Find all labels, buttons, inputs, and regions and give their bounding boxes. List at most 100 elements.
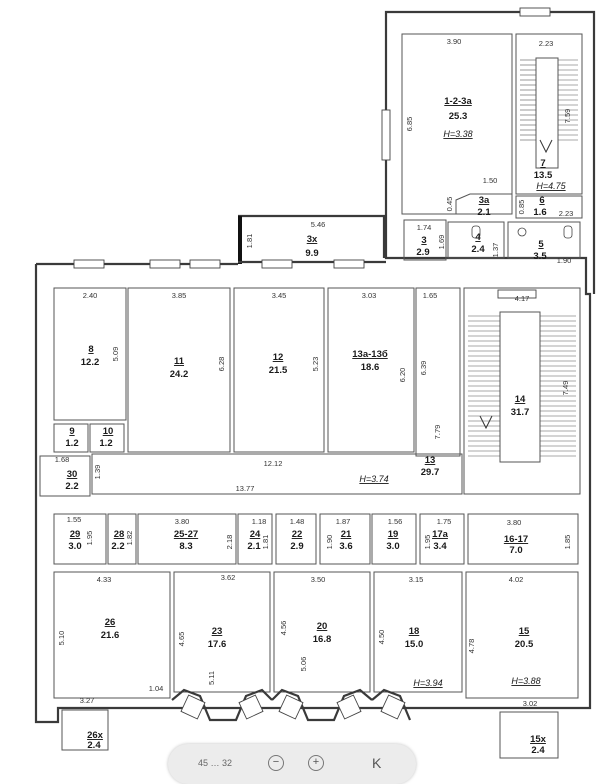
dimension: 1.39: [93, 465, 102, 480]
room-area: 3.6: [339, 541, 352, 552]
dimension: 13.77: [236, 484, 255, 493]
dimension: 2.23: [559, 209, 574, 218]
room-number: 30: [67, 469, 78, 480]
dimension: 3.50: [311, 575, 326, 584]
room-area: 24.2: [170, 369, 189, 380]
room-area: 12.2: [81, 357, 100, 368]
dimension: 1.90: [557, 256, 572, 265]
room-18-outline: [373, 571, 463, 693]
room-area: 1.2: [65, 438, 78, 449]
dimension: 12.12: [264, 459, 283, 468]
room-12-outline: [233, 287, 325, 453]
room-area: 3.0: [68, 541, 81, 552]
dimension: 2.18: [225, 535, 234, 550]
dimension: 3.80: [507, 518, 522, 527]
room-number: 8: [88, 344, 93, 355]
room-7-outline: [515, 33, 583, 195]
room-3-outline: [403, 219, 447, 261]
room-area: 3.4: [433, 541, 447, 552]
room-number: 18: [409, 626, 420, 637]
dimension: 3.02: [523, 699, 538, 708]
dimension: 1.85: [563, 535, 572, 550]
room-height: H=3.94: [413, 678, 442, 688]
room-area: 9.9: [305, 248, 318, 259]
room-number: 26: [105, 617, 116, 628]
dimension: 1.74: [417, 223, 432, 232]
dimension: 1.18: [252, 517, 267, 526]
dimension: 5.11: [207, 671, 216, 685]
room-number: 13a-13б: [352, 349, 388, 360]
room-area: 2.9: [416, 247, 429, 258]
dimension: 1.68: [55, 455, 70, 464]
room-area: 2.2: [65, 481, 78, 492]
room-area: 2.4: [531, 745, 545, 756]
zoom-in-icon[interactable]: +: [308, 755, 324, 771]
room-area: 31.7: [511, 407, 530, 418]
dimension: 7.79: [433, 425, 442, 440]
room-6-outline: [515, 195, 583, 219]
dimension: 1.87: [336, 517, 351, 526]
room-number: 7: [540, 158, 545, 169]
dimension: 3.15: [409, 575, 424, 584]
room-26x-outline: [61, 709, 109, 751]
room-1-outline: [401, 33, 513, 215]
room-26-outline: [53, 571, 171, 699]
room-16-outline: [467, 513, 579, 565]
room-8-outline: [53, 287, 127, 421]
room-area: 1.2: [99, 438, 112, 449]
dimension: 4.50: [377, 630, 386, 645]
floor-plan: 1-2-3a 25.3 H=3.38 7 13.5 H=4.75 3a 2.1 …: [34, 7, 596, 759]
room-area: 2.4: [87, 740, 101, 751]
room-area: 1.6: [533, 207, 546, 218]
room-area: 2.2: [111, 541, 124, 552]
close-icon[interactable]: K: [372, 755, 382, 771]
room-area: 25.3: [449, 111, 468, 122]
room-23-outline: [173, 571, 271, 693]
room-area: 2.1: [247, 541, 261, 552]
dimension: 1.37: [491, 243, 500, 258]
room-number: 20: [317, 621, 328, 632]
dimension: 3.85: [172, 291, 187, 300]
toolbar-page-text: 45 … 32: [198, 758, 233, 768]
outer-wall: [34, 10, 596, 724]
room-5-outline: [507, 221, 581, 259]
room-number: 24: [250, 529, 261, 540]
room-9-outline: [53, 423, 89, 453]
dimension: 1.81: [261, 535, 270, 550]
room-area: 18.6: [361, 362, 380, 373]
dimension: 4.17: [515, 294, 530, 303]
room-number: 1-2-3a: [444, 96, 472, 107]
room-17a-outline: [419, 513, 465, 565]
room-number: 19: [388, 529, 399, 540]
corridor-13-outline: [91, 453, 463, 495]
dimension: 1.82: [125, 531, 134, 546]
room-number: 10: [103, 426, 114, 437]
room-10-outline: [89, 423, 125, 453]
dimension: 5.46: [311, 220, 326, 229]
room-height: H=3.38: [443, 129, 472, 139]
stair-arrow-icon: [539, 139, 553, 154]
room-24-outline: [237, 513, 273, 565]
dimension: 1.95: [85, 531, 94, 546]
room-number: 26x: [87, 730, 104, 741]
room-21-outline: [319, 513, 371, 565]
room-30-outline: [39, 455, 91, 497]
viewer-toolbar: 45 … 32 − + K: [168, 744, 416, 784]
dimension: 3.80: [175, 517, 190, 526]
zoom-out-icon[interactable]: −: [268, 755, 284, 771]
room-height: H=3.88: [511, 676, 540, 686]
room-3a-outline: [455, 193, 512, 214]
room-number: 12: [273, 352, 284, 363]
dimension: 6.85: [405, 117, 414, 132]
room-number: 13: [425, 455, 436, 466]
dimension: 5.06: [299, 657, 308, 672]
room-15x-outline: [499, 711, 559, 759]
stairs-14: [468, 311, 576, 463]
room-number: 15: [519, 626, 530, 637]
room-labels: 1-2-3a 25.3 H=3.38 7 13.5 H=4.75 3a 2.1 …: [65, 96, 566, 756]
sink-icon: [517, 227, 527, 237]
room-number: 28: [114, 529, 125, 540]
room-number: 25-27: [174, 529, 198, 540]
room-28-outline: [107, 513, 137, 565]
room-area: 13.5: [534, 170, 553, 181]
